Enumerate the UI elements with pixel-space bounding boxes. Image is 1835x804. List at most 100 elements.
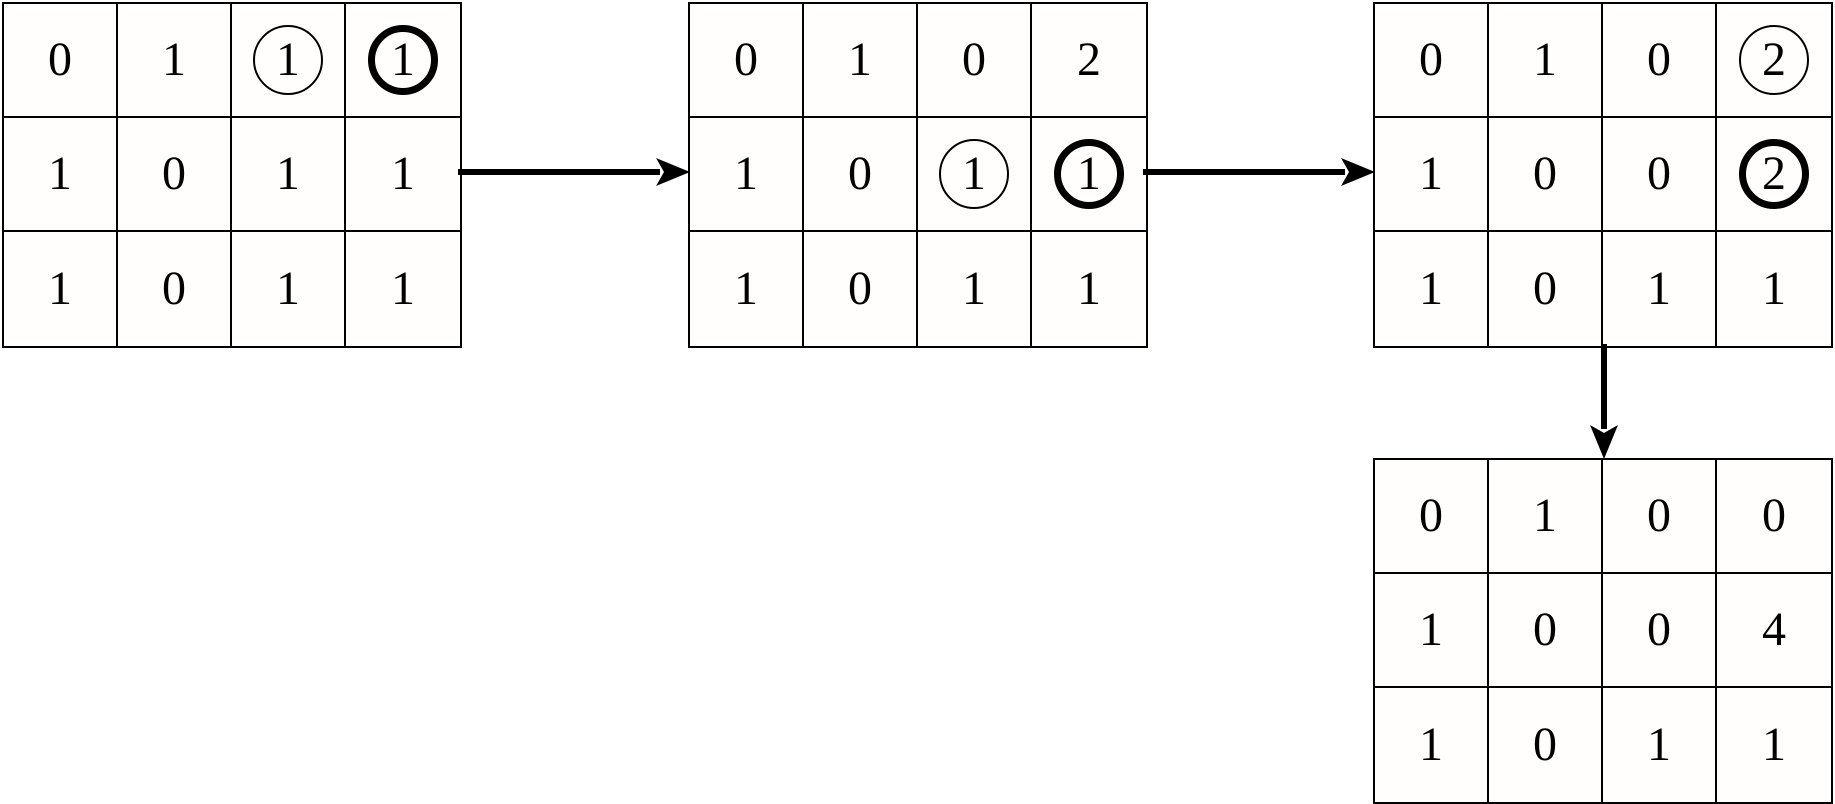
- cell-value: 2: [1077, 33, 1101, 86]
- grid-cell: 1: [4, 232, 118, 346]
- cell-value: 0: [162, 147, 186, 200]
- grid-cell: 1: [1032, 118, 1146, 232]
- grid-cell: 0: [118, 232, 232, 346]
- cell-value: 0: [1647, 33, 1671, 86]
- cell-value: 1: [1533, 489, 1557, 542]
- arrow-right-icon: [1143, 158, 1375, 186]
- cell-value: 1: [391, 262, 415, 315]
- cell-value: 0: [1533, 718, 1557, 771]
- cell-value: 0: [848, 262, 872, 315]
- cell-value: 1: [1077, 147, 1101, 200]
- grid-cell: 1: [1603, 688, 1717, 802]
- cell-value: 1: [276, 33, 300, 86]
- cell-value: 1: [1419, 147, 1443, 200]
- cell-value: 1: [1647, 262, 1671, 315]
- grid-cell: 0: [1603, 4, 1717, 118]
- arrow-down-icon: [1590, 344, 1618, 459]
- cell-value: 1: [1419, 262, 1443, 315]
- cell-value: 1: [962, 262, 986, 315]
- grid-cell: 1: [346, 232, 460, 346]
- grid-cell: 1: [346, 4, 460, 118]
- cell-value: 0: [1647, 489, 1671, 542]
- cell-value: 1: [734, 147, 758, 200]
- cell-value: 1: [1533, 33, 1557, 86]
- grid-cell: 0: [1603, 574, 1717, 688]
- grid-cell: 0: [1603, 118, 1717, 232]
- grid-cell: 1: [690, 118, 804, 232]
- cell-value: 0: [48, 33, 72, 86]
- bold-circle-annotation: 2: [1739, 139, 1809, 209]
- grid-cell: 1: [1375, 688, 1489, 802]
- grid-cell: 1: [1717, 688, 1831, 802]
- cell-value: 1: [276, 147, 300, 200]
- cell-value: 0: [1762, 489, 1786, 542]
- thin-circle-annotation: 1: [939, 139, 1009, 209]
- grid-cell: 1: [918, 232, 1032, 346]
- cell-value: 2: [1762, 33, 1786, 86]
- grid-cell: 0: [804, 118, 918, 232]
- grid-cell: 0: [690, 4, 804, 118]
- cell-value: 0: [1647, 603, 1671, 656]
- grid-cell: 1: [1717, 232, 1831, 346]
- cell-value: 1: [1762, 718, 1786, 771]
- grid-cell: 1: [1489, 4, 1603, 118]
- grid-cell: 0: [1489, 688, 1603, 802]
- grid-cell: 0: [1489, 118, 1603, 232]
- grid-cell: 1: [232, 4, 346, 118]
- cell-value: 0: [962, 33, 986, 86]
- cell-value: 1: [1419, 603, 1443, 656]
- grid-cell: 4: [1717, 574, 1831, 688]
- cell-value: 4: [1762, 603, 1786, 656]
- thin-circle-annotation: 2: [1739, 25, 1809, 95]
- grid-cell: 1: [232, 118, 346, 232]
- grid-cell: 0: [1489, 574, 1603, 688]
- grid-cell: 1: [1375, 232, 1489, 346]
- bold-circle-annotation: 1: [368, 25, 438, 95]
- grid-cell: 0: [804, 232, 918, 346]
- grid-cell: 2: [1717, 118, 1831, 232]
- cell-value: 0: [1419, 33, 1443, 86]
- bold-circle-annotation: 1: [1054, 139, 1124, 209]
- grid-cell: 0: [1375, 460, 1489, 574]
- grid-cell: 1: [1375, 574, 1489, 688]
- grid-cell: 2: [1717, 4, 1831, 118]
- cell-value: 0: [1647, 147, 1671, 200]
- grid-cell: 1: [690, 232, 804, 346]
- cell-value: 1: [1077, 262, 1101, 315]
- cell-value: 1: [391, 33, 415, 86]
- grid-cell: 1: [346, 118, 460, 232]
- cell-value: 1: [1419, 718, 1443, 771]
- grid-cell: 1: [918, 118, 1032, 232]
- grid-cell: 1: [1032, 232, 1146, 346]
- cell-value: 0: [1533, 603, 1557, 656]
- cell-value: 1: [391, 147, 415, 200]
- cell-value: 1: [1762, 262, 1786, 315]
- grid-cell: 0: [118, 118, 232, 232]
- cell-value: 1: [848, 33, 872, 86]
- cell-value: 0: [1419, 489, 1443, 542]
- cell-value: 0: [1533, 262, 1557, 315]
- grid-cell: 0: [1489, 232, 1603, 346]
- thin-circle-annotation: 1: [253, 25, 323, 95]
- grid-cell: 0: [918, 4, 1032, 118]
- cell-value: 2: [1762, 147, 1786, 200]
- cell-value: 0: [848, 147, 872, 200]
- cell-value: 1: [162, 33, 186, 86]
- cell-value: 1: [48, 147, 72, 200]
- cell-value: 1: [48, 262, 72, 315]
- grid-cell: 0: [1603, 460, 1717, 574]
- grid-cell: 0: [4, 4, 118, 118]
- grid-cell: 1: [4, 118, 118, 232]
- grid-cell: 2: [1032, 4, 1146, 118]
- grid-cell: 1: [1375, 118, 1489, 232]
- arrow-right-icon: [458, 158, 690, 186]
- grid-cell: 1: [118, 4, 232, 118]
- grid-cell: 1: [1489, 460, 1603, 574]
- grid-cell: 1: [804, 4, 918, 118]
- cell-value: 1: [734, 262, 758, 315]
